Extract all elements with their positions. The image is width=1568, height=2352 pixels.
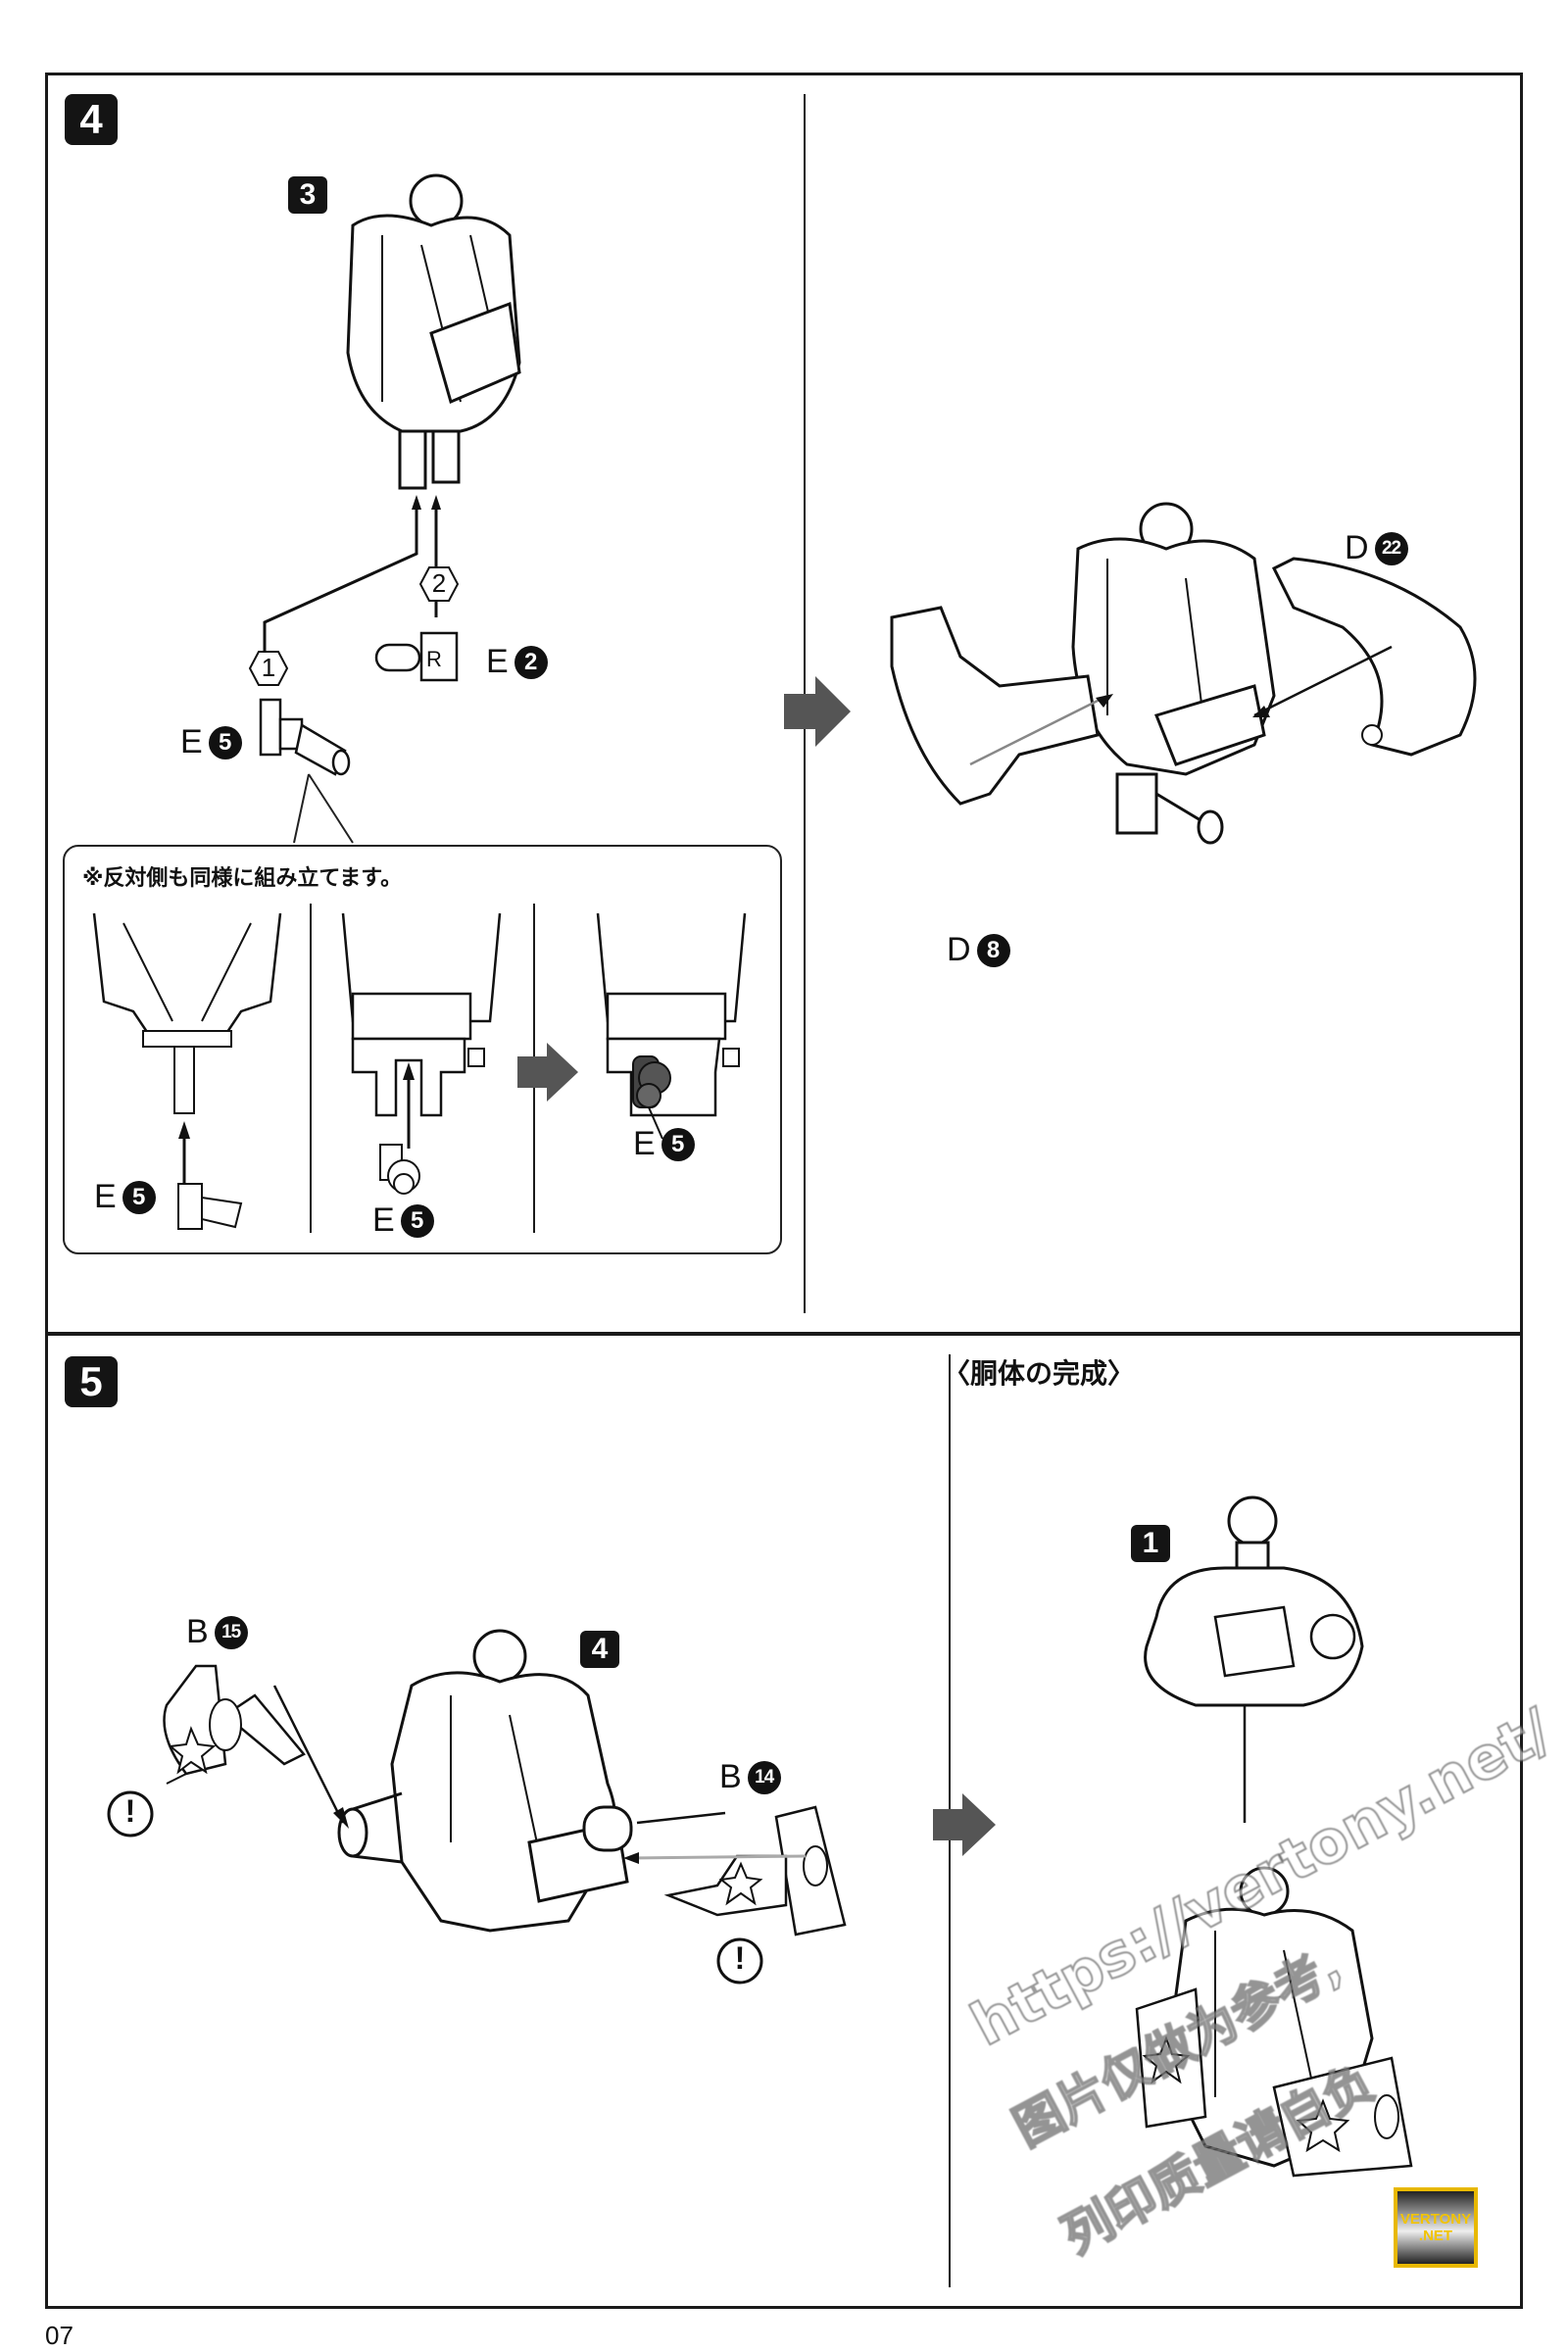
subassembly-1-badge: 1 [1131, 1525, 1170, 1562]
panel-3-part-label: E 5 [633, 1125, 695, 1163]
part-number: 14 [747, 1760, 781, 1794]
part-b14-illustration [623, 1805, 847, 1936]
completed-torso-illustration [1135, 1866, 1413, 2178]
part-letter: D [947, 931, 971, 968]
caution-icon-b14 [716, 1937, 763, 1984]
step-4-badge: 4 [65, 94, 118, 145]
part-letter: E [372, 1201, 395, 1239]
part-e2-illustration [374, 631, 459, 682]
torso-3-illustration [346, 173, 521, 490]
part-letter: E [94, 1178, 117, 1215]
part-label-d8: D 8 [947, 931, 1010, 969]
part-label-b15: B 15 [186, 1613, 248, 1651]
part-number: 5 [122, 1180, 156, 1214]
order-1-hexagon [248, 651, 289, 686]
part-label-e2: E 2 [486, 643, 548, 681]
callout-note: ※反対側も同様に組み立てます。 [82, 866, 403, 891]
part-number: 5 [661, 1127, 695, 1161]
order-2-hexagon [418, 566, 460, 602]
part-b15-illustration [163, 1664, 306, 1785]
part-letter: B [719, 1758, 742, 1795]
panel-1-part-label: E 5 [94, 1178, 156, 1216]
part-number: 5 [208, 725, 242, 760]
panel-1-illustration [92, 912, 282, 1230]
step-5-frame [45, 1333, 1523, 2309]
caution-mark-b15: ! [124, 1793, 136, 1829]
callout-pointer [293, 773, 354, 844]
vertony-logo: VERTONY .NET [1394, 2187, 1478, 2268]
part-label-e5: E 5 [180, 723, 242, 761]
logo-line-1: VERTONY [1399, 2211, 1472, 2228]
part-letter: E [180, 723, 203, 760]
subassembly-3-badge: 3 [288, 176, 327, 214]
logo-line-2: .NET [1418, 2228, 1453, 2244]
panel-2-illustration [341, 912, 502, 1195]
part-letter: B [186, 1613, 209, 1650]
part-letter: D [1345, 529, 1369, 566]
part-e5-illustration [259, 698, 351, 776]
part-letter: E [486, 643, 509, 680]
part-number: 22 [1374, 531, 1408, 565]
panel-2-part-label: E 5 [372, 1201, 434, 1240]
page-number: 07 [45, 2321, 74, 2350]
part-label-b14: B 14 [719, 1758, 781, 1796]
chest-1-illustration [1144, 1495, 1364, 1823]
order-1-label: 1 [261, 653, 276, 682]
part-e2-marking: R [426, 647, 442, 671]
part-number: 15 [214, 1615, 248, 1649]
callout-divider-1 [310, 904, 312, 1233]
subassembly-4-badge: 4 [580, 1631, 619, 1668]
panel-next-arrow-icon [517, 1043, 578, 1102]
caution-icon-b15 [107, 1790, 154, 1838]
part-number: 2 [514, 645, 548, 679]
part-label-d22: D 22 [1345, 529, 1408, 567]
order-2-label: 2 [431, 568, 447, 598]
completion-title: 〈胴体の完成〉 [943, 1357, 1136, 1390]
torso-hip-assembly-illustration [890, 502, 1477, 845]
step-5-next-arrow-icon [933, 1793, 996, 1856]
torso-4-illustration [272, 1629, 726, 1933]
panel-3-illustration [596, 912, 747, 1140]
part-letter: E [633, 1125, 656, 1162]
part-number: 5 [400, 1203, 434, 1238]
step-4-next-arrow-icon [784, 676, 851, 747]
caution-mark-b14: ! [734, 1940, 746, 1976]
step-5-badge: 5 [65, 1356, 118, 1407]
part-number: 8 [976, 933, 1010, 967]
